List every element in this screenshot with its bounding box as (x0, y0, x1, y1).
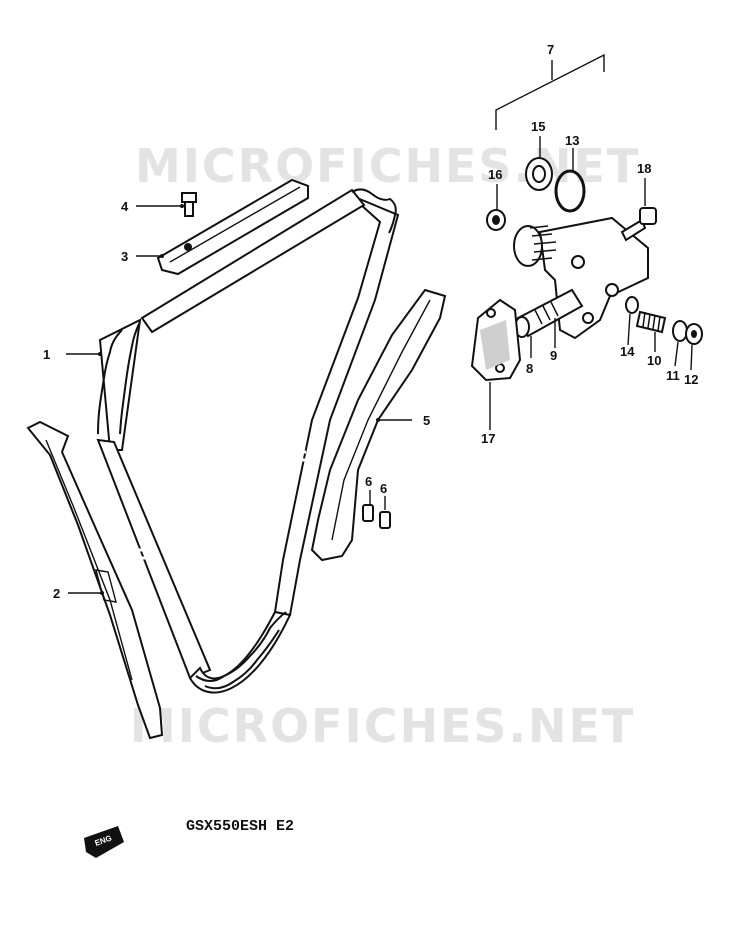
chain-guide-front (310, 288, 447, 562)
callout-6a: 6 (365, 474, 372, 489)
spring-10 (635, 310, 667, 334)
engine-badge-icon: ENG (84, 826, 124, 858)
callout-2: 2 (53, 586, 60, 601)
screw-4 (181, 192, 197, 217)
callout-18: 18 (637, 161, 651, 176)
callout-4: 4 (121, 199, 129, 214)
washer-11 (672, 320, 688, 342)
callout-7: 7 (547, 42, 554, 57)
callout-10: 10 (647, 353, 661, 368)
chain-guide-top (156, 178, 309, 276)
callout-15: 15 (531, 119, 545, 134)
callout-6b: 6 (380, 481, 387, 496)
bolt-18 (620, 207, 657, 242)
washer-14 (625, 296, 639, 314)
tensioner-assembly (513, 216, 649, 340)
chain-guide-rear (26, 420, 164, 740)
gasket-17 (470, 298, 522, 382)
callout-1: 1 (43, 347, 50, 362)
callout-14: 14 (620, 344, 635, 359)
callout-5: 5 (423, 413, 430, 428)
model-label: GSX550ESH E2 (186, 818, 294, 835)
callout-17: 17 (481, 431, 495, 446)
callout-12: 12 (684, 372, 698, 387)
o-ring-13 (554, 169, 586, 213)
callout-13: 13 (565, 133, 579, 148)
callout-3: 3 (121, 249, 128, 264)
bolt-6b (379, 511, 391, 529)
oil-seal-15 (525, 157, 553, 191)
cam-chain (96, 188, 400, 694)
watermark-bottom: MICROFICHES.NET (130, 699, 635, 753)
callout-9: 9 (550, 348, 557, 363)
watermark-top: MICROFICHES.NET (135, 139, 640, 193)
washer-16 (486, 209, 506, 231)
nut-12 (685, 323, 703, 345)
callout-16: 16 (488, 167, 502, 182)
callout-8: 8 (526, 361, 533, 376)
bolt-6a (362, 504, 374, 522)
callout-11: 11 (666, 368, 680, 383)
